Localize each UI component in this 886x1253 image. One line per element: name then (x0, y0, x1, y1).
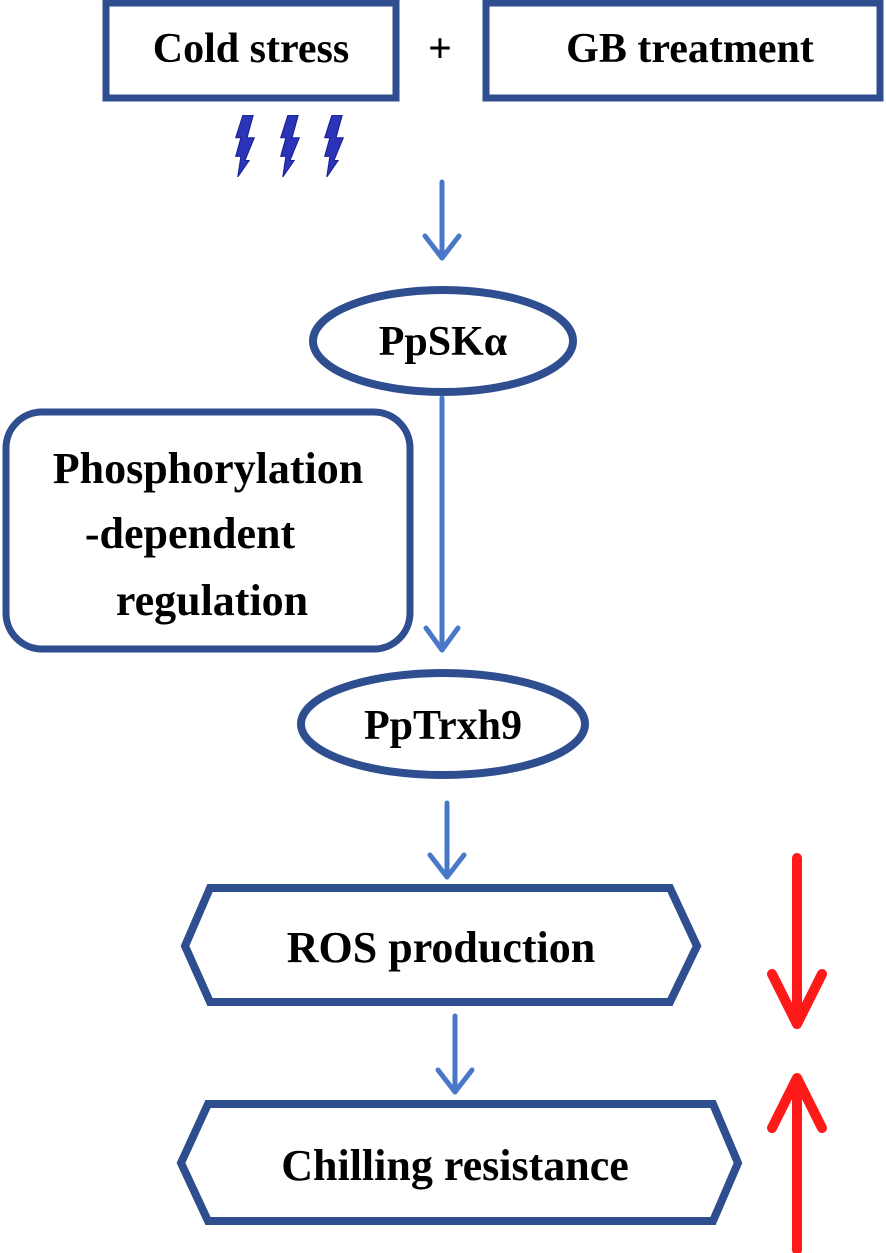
flow-arrow (422, 179, 462, 261)
flow-arrow (427, 800, 467, 880)
ppska-node: PpSKα (309, 286, 577, 396)
pptrxh9-node: PpTrxh9 (297, 669, 589, 779)
gb-treatment-label: GB treatment (566, 26, 814, 72)
pptrxh9-label: PpTrxh9 (364, 703, 522, 749)
plus-sign: + (428, 26, 452, 72)
phospho-line-3: regulation (116, 576, 308, 625)
chilling-resistance-node: Chilling resistance (176, 1100, 743, 1225)
increase-arrow (767, 1073, 827, 1253)
flow-arrow (423, 395, 461, 653)
cold-stress-box: Cold stress (102, 0, 400, 102)
lightning-icon (280, 115, 300, 177)
cold-stress-label: Cold stress (153, 26, 349, 72)
flow-arrow (435, 1013, 475, 1095)
lightning-icon (324, 115, 344, 177)
ppska-label: PpSKα (379, 319, 508, 365)
ros-production-label: ROS production (287, 923, 596, 972)
phospho-line-2: -dependent (85, 509, 296, 558)
phosphorylation-box: Phosphorylation -dependent regulation (2, 408, 414, 653)
decrease-arrow (767, 853, 827, 1029)
ros-production-node: ROS production (180, 884, 702, 1006)
lightning-icon (235, 115, 255, 177)
chilling-resistance-label: Chilling resistance (281, 1141, 629, 1190)
gb-treatment-box: GB treatment (482, 0, 884, 102)
phospho-line-1: Phosphorylation (53, 444, 364, 493)
lightning-icons (235, 115, 344, 177)
